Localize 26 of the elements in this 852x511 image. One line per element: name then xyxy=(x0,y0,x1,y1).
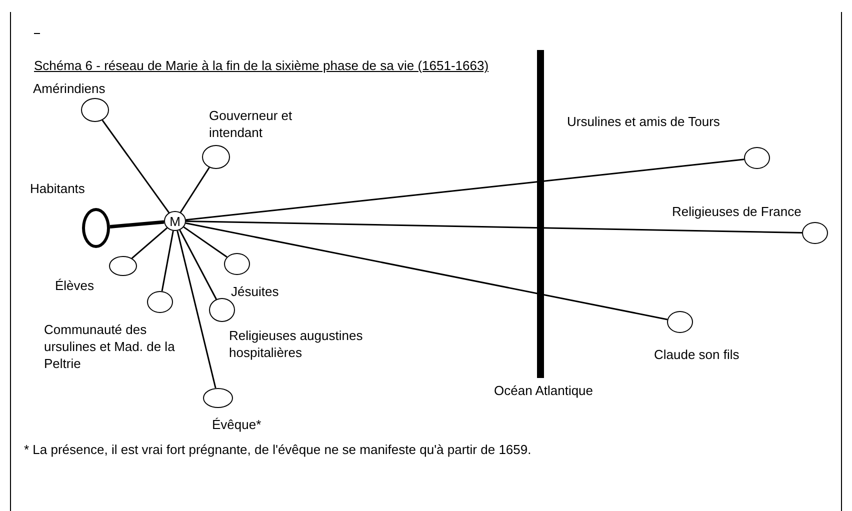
node-label: Jésuites xyxy=(231,283,280,300)
connector-line xyxy=(179,230,217,300)
connector-line xyxy=(102,120,170,214)
node-label: Claude son fils xyxy=(654,346,740,363)
node-label: Communauté des ursulines et Mad. de la Peltrie xyxy=(44,321,176,372)
node-label: Ursulines et amis de Tours xyxy=(567,113,721,130)
connector-line xyxy=(180,167,210,213)
connector-line xyxy=(186,158,744,221)
connector-line xyxy=(186,220,802,234)
hub-circle: M xyxy=(164,211,186,231)
node-label: Amérindiens xyxy=(33,80,106,97)
node-label: Évêque* xyxy=(212,416,262,433)
connector-line xyxy=(183,226,228,258)
diagram-title: Schéma 6 - réseau de Marie à la fin de la sixième phase de sa vie (1651-1663) xyxy=(34,57,489,75)
node-label: Gouverneur et intendant xyxy=(209,107,294,141)
connector-line xyxy=(110,220,164,228)
node-label: Habitants xyxy=(30,180,86,197)
ocean-label: Océan Atlantique xyxy=(494,382,594,400)
connector-line xyxy=(186,222,668,320)
connector-line xyxy=(176,230,216,388)
node-label: Religieuses de France xyxy=(672,203,802,220)
footnote: * La présence, il est vrai fort prégnante, de l'évêque ne se manifeste qu'à partir de 1659. xyxy=(24,441,532,459)
connector-line xyxy=(161,230,174,292)
node-label: Élèves xyxy=(55,277,96,294)
node-label: Religieuses augustines hospitalières xyxy=(229,327,364,361)
connector-line xyxy=(131,227,168,259)
